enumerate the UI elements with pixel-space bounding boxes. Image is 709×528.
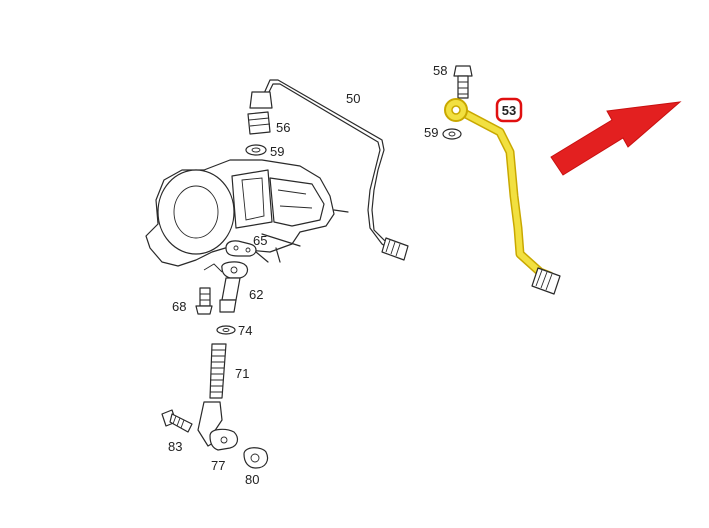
oil-feed-pipe-50 (261, 79, 409, 261)
label-68: 68 (172, 299, 186, 314)
union-fitting-56 (247, 91, 273, 135)
label-56: 56 (276, 120, 290, 135)
fitting-68 (195, 287, 213, 315)
hose-71 (209, 343, 227, 399)
label-59-left: 59 (270, 144, 284, 159)
banjo-bolt-58 (453, 65, 473, 99)
label-71: 71 (235, 366, 249, 381)
oil-pipe-53-highlighted (444, 98, 561, 295)
label-77: 77 (211, 458, 225, 473)
washer-59-right (442, 128, 462, 140)
flange-62 (219, 261, 249, 313)
washer-59-left (245, 144, 267, 156)
label-62: 62 (249, 287, 263, 302)
oring-74 (216, 325, 236, 335)
label-50: 50 (346, 91, 360, 106)
label-65: 65 (253, 233, 267, 248)
bolt-83 (161, 409, 193, 433)
red-arrow-icon (550, 101, 682, 176)
label-59-right: 59 (424, 125, 438, 140)
gasket-80 (243, 447, 269, 469)
label-80: 80 (245, 472, 259, 487)
turbocharger (145, 159, 349, 273)
gasket-65 (225, 240, 257, 257)
elbow-77 (197, 401, 239, 451)
label-83: 83 (168, 439, 182, 454)
label-74: 74 (238, 323, 252, 338)
callout-53: 53 (495, 97, 523, 123)
label-53: 53 (502, 103, 516, 118)
label-58: 58 (433, 63, 447, 78)
